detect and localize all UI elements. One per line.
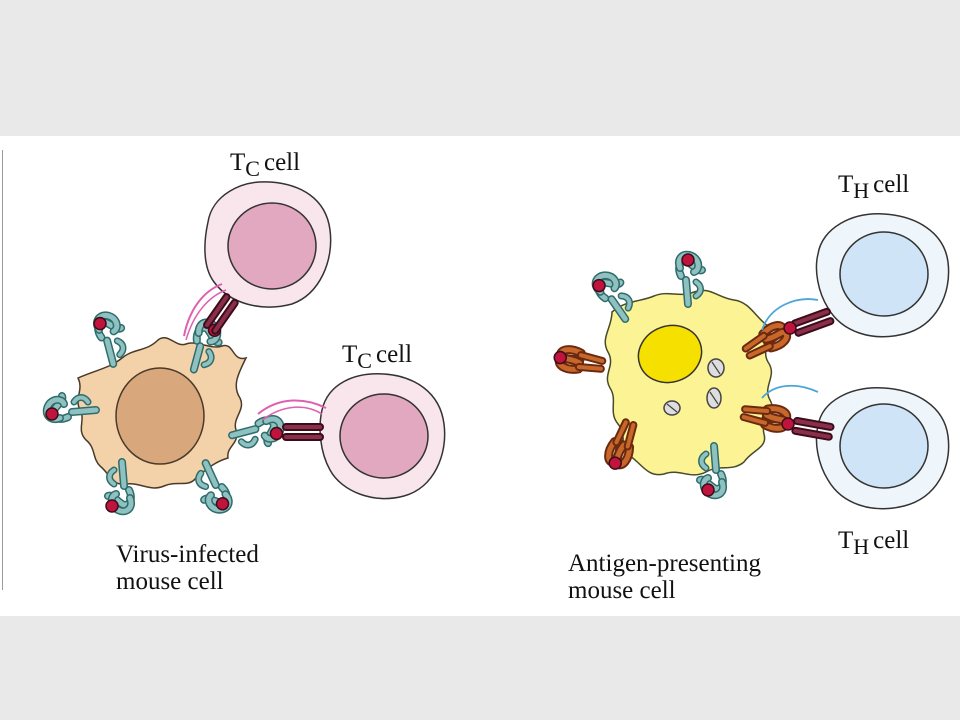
blue-arrow <box>761 384 819 399</box>
th-receptor <box>791 416 835 441</box>
mhc-class-i-molecule <box>93 313 127 366</box>
th-nucleus-bottom <box>839 403 929 489</box>
caption-line: mouse cell <box>116 568 224 595</box>
caption-line: mouse cell <box>568 577 676 604</box>
mhc-class-ii-molecule <box>604 420 638 472</box>
pink-arrow <box>183 283 223 337</box>
tc-receptor <box>203 293 239 335</box>
infected-nucleus <box>115 367 205 465</box>
tc-nucleus-top <box>227 202 317 290</box>
th-receptor <box>791 307 835 337</box>
th-nucleus-top <box>839 231 929 317</box>
mhc-class-ii-molecule <box>553 347 604 374</box>
apc-nucleus <box>637 324 703 384</box>
antigen-presenting-caption: Antigen-presenting mouse cell <box>568 550 761 604</box>
mhc-class-i-molecule <box>231 418 284 449</box>
mhc-class-i-molecule <box>192 460 231 515</box>
tc-receptor <box>282 423 324 441</box>
caption-line: Virus-infected <box>116 541 259 568</box>
mhc-class-i-molecule <box>46 396 96 420</box>
pink-arrow <box>257 399 327 415</box>
panel-left-edge <box>2 150 3 590</box>
tc-nucleus-middle <box>339 393 429 479</box>
blue-arrow <box>761 298 819 331</box>
mhc-class-i-molecule <box>590 269 637 325</box>
virus-infected-caption: Virus-infected mouse cell <box>116 541 259 595</box>
mhc-class-i-molecule <box>106 462 131 512</box>
caption-line: Antigen-presenting <box>568 550 762 577</box>
mhc-class-i-molecule <box>679 254 702 304</box>
mhc-class-i-molecule <box>700 446 723 496</box>
